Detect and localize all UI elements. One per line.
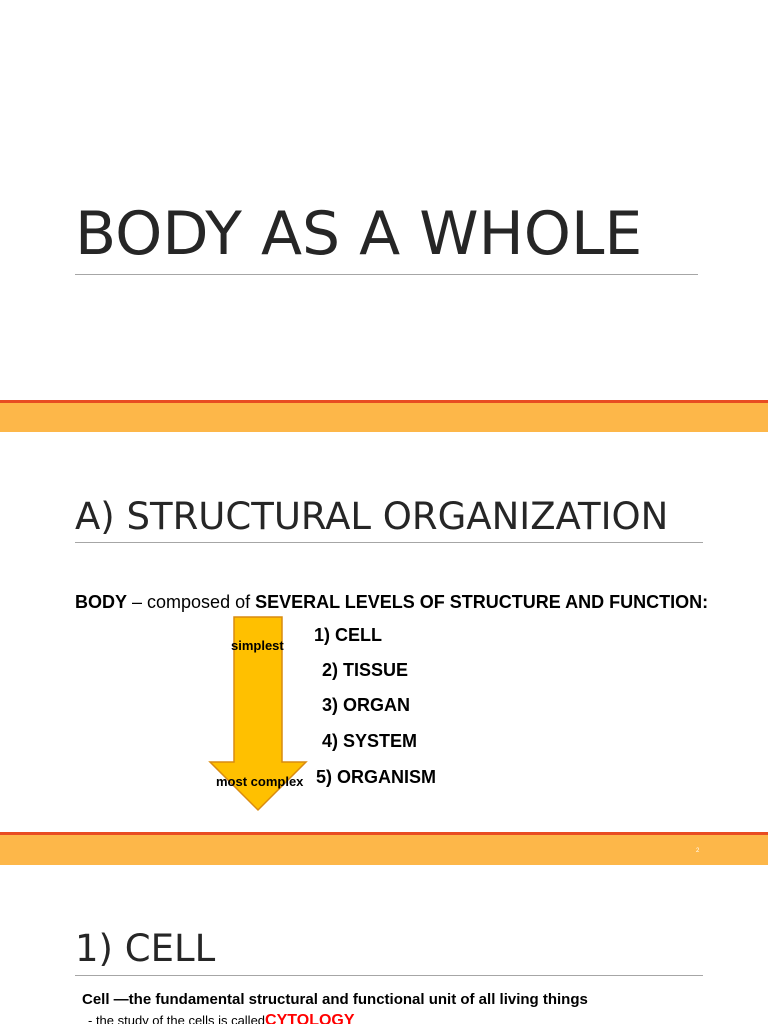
body-intro-connector: – composed of	[127, 592, 256, 612]
level-item: 4) SYSTEM	[322, 731, 418, 751]
level-item: 2) TISSUE	[322, 660, 409, 680]
arrow-label-simplest: simplest	[231, 638, 284, 653]
body-intro-heading: SEVERAL LEVELS OF STRUCTURE AND FUNCTION…	[255, 592, 709, 612]
complexity-arrow-icon	[208, 616, 308, 812]
slide-3-title-rule	[75, 975, 703, 976]
cytology-line: - the study of the cells is calledCYTOLO…	[88, 1011, 355, 1024]
slide-1-title-rule	[75, 274, 698, 275]
level-item: 5) ORGANISM	[316, 767, 437, 787]
slide-1: BODY AS A WHOLE	[0, 0, 768, 400]
slide-number: 2	[696, 848, 700, 854]
slide-2: A) STRUCTURAL ORGANIZATION BODY – compos…	[0, 432, 768, 832]
slide-divider-2: 2	[0, 832, 768, 865]
slide-1-title: BODY AS A WHOLE	[75, 199, 643, 269]
slide-2-title: A) STRUCTURAL ORGANIZATION	[75, 495, 669, 538]
level-item: 1) CELL	[314, 625, 383, 645]
slide-divider-1	[0, 400, 768, 432]
slide-3-title: 1) CELL	[75, 927, 216, 970]
cytology-prefix: - the study of the cells is called	[88, 1013, 266, 1024]
cytology-term: CYTOLOGY	[265, 1012, 355, 1024]
cell-definition: Cell —the fundamental structural and fun…	[82, 991, 588, 1008]
level-item: 3) ORGAN	[322, 695, 411, 715]
slide-3: 1) CELL Cell —the fundamental structural…	[0, 865, 768, 1024]
slide-2-title-rule	[75, 542, 703, 543]
body-intro: BODY – composed of SEVERAL LEVELS OF STR…	[75, 590, 708, 614]
body-intro-term: BODY	[75, 592, 128, 612]
arrow-label-most-complex: most complex	[216, 774, 304, 789]
